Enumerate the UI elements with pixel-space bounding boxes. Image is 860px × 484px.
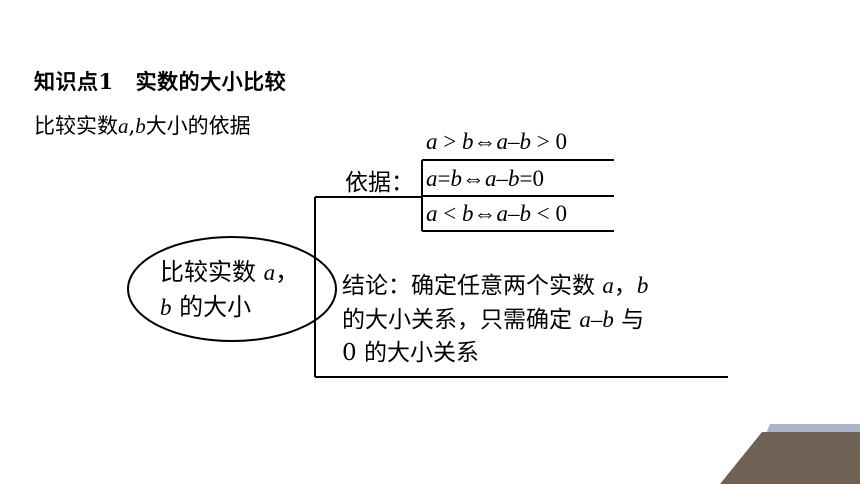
heading-number: 知识点1: [34, 69, 114, 94]
conclusion-line-2: 的大小关系，只需确定 a–b 与: [342, 307, 645, 333]
section-heading: 知识点1 实数的大小比较: [34, 66, 286, 96]
center-oval: [127, 236, 337, 342]
intro-var-a: a: [118, 114, 129, 138]
rule-less: a < b⇔a–b < 0: [426, 201, 567, 226]
heading-title: 实数的大小比较: [135, 69, 287, 94]
corner-dark-shape: [720, 432, 860, 484]
oval-line-2: b 的大小: [160, 293, 252, 321]
intro-suffix: 大小的依据: [145, 114, 251, 138]
conclusion-line-1: 结论：确定任意两个实数 a，b: [342, 273, 649, 299]
basis-label: 依据：: [345, 170, 414, 196]
intro-line: 比较实数a,b大小的依据: [34, 110, 251, 140]
rule-greater: a > b⇔a–b > 0: [426, 129, 567, 154]
intro-var-b: b: [135, 114, 146, 138]
conclusion-line-3: 0 的大小关系: [342, 340, 479, 366]
intro-prefix: 比较实数: [34, 114, 118, 138]
center-oval-text: 比较实数 a， b 的大小: [160, 255, 299, 325]
oval-line-1: 比较实数 a，: [160, 258, 300, 286]
rule-equal: a=b⇔a–b=0: [426, 166, 544, 191]
corner-decoration: [720, 424, 860, 484]
intro-comma: ,: [128, 114, 136, 138]
conclusion-text: 结论：确定任意两个实数 a，b 的大小关系，只需确定 a–b 与 0 的大小关系: [342, 269, 648, 370]
